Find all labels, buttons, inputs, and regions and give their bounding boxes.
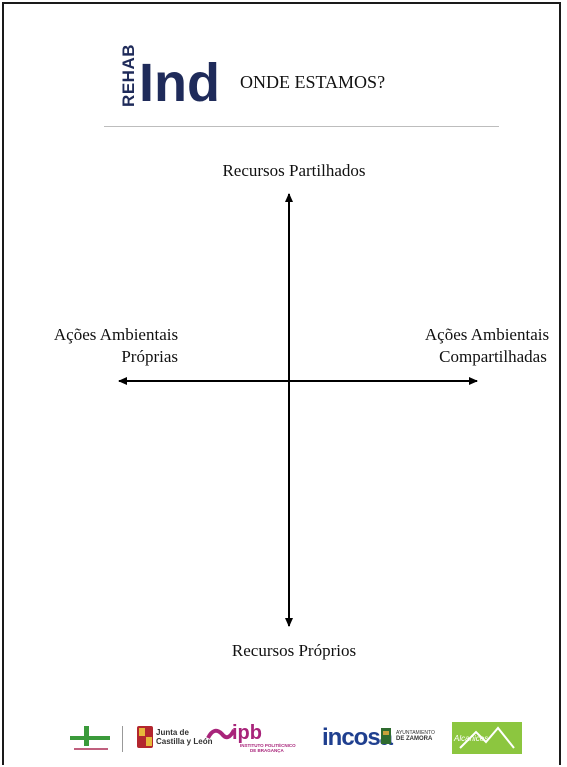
green-cross-icon [70, 726, 110, 750]
alcanices-arch-icon [459, 726, 515, 749]
axis-label-right-line2: Compartilhadas [439, 347, 547, 366]
logo-ind-text: Ind [139, 53, 220, 113]
ipb-logo: ipb INSTITUTO POLITÉCNICO DE BRAGANÇA [204, 722, 314, 756]
ipb-line1: INSTITUTO POLITÉCNICO [240, 743, 296, 748]
alcanices-text: Alcañices [454, 734, 489, 743]
axis-label-right-line1: Ações Ambientais [424, 325, 550, 344]
page-title: ONDE ESTAMOS? [240, 72, 386, 92]
coat-of-arms-icon [137, 726, 153, 748]
ipb-line2: DE BRAGANÇA [250, 748, 284, 753]
axis-label-left-line1: Ações Ambientais [53, 325, 179, 344]
ipb-swirl-icon [206, 728, 236, 740]
zamora-line2: DE ZAMORA [396, 736, 433, 742]
alcanices-logo: Alcañices [452, 722, 522, 754]
partner-logos-strip: Junta de Castilla y León ipb INSTITUTO P… [4, 722, 563, 767]
junta-castilla-logo: Junta de Castilla y León [136, 724, 216, 756]
axis-label-right: Ações Ambientais Compartilhadas [402, 324, 567, 368]
junta-line2: Castilla y León [156, 737, 213, 746]
axis-label-bottom: Recursos Próprios [231, 641, 357, 660]
axis-label-top: Recursos Partilhados [222, 161, 366, 180]
axis-label-left: Ações Ambientais Próprias [26, 324, 206, 368]
ipb-main-text: ipb [232, 722, 262, 744]
axis-label-left-line2: Próprias [121, 347, 178, 366]
logo-divider [122, 726, 123, 752]
quadrant-axes [118, 193, 478, 627]
zamora-line1: AYUNTAMIENTO [396, 730, 435, 736]
rehabind-logo: REHAB Ind [119, 44, 231, 116]
junta-line1: Junta de [156, 728, 189, 737]
green-cross-logo [66, 724, 116, 754]
header-divider [104, 126, 499, 127]
zamora-shield-icon [381, 728, 391, 744]
zamora-logo: AYUNTAMIENTO DE ZAMORA [380, 726, 450, 756]
